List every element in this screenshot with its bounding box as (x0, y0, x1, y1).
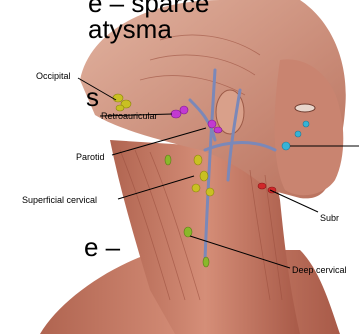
label-deep-cervical: Deep cervical (292, 265, 347, 275)
label-occipital: Occipital (36, 71, 71, 81)
label-superficial-cervical: Superficial cervical (22, 195, 97, 205)
label-parotid: Parotid (76, 152, 105, 162)
label-submandibular: Subr (320, 213, 339, 223)
label-retroauricular: Retroauricular (101, 111, 158, 121)
slide-text-line2: atysma (88, 16, 172, 42)
eye (295, 104, 315, 112)
slide-text-s: s (86, 84, 99, 110)
slide-text-dash: e – (84, 234, 120, 260)
